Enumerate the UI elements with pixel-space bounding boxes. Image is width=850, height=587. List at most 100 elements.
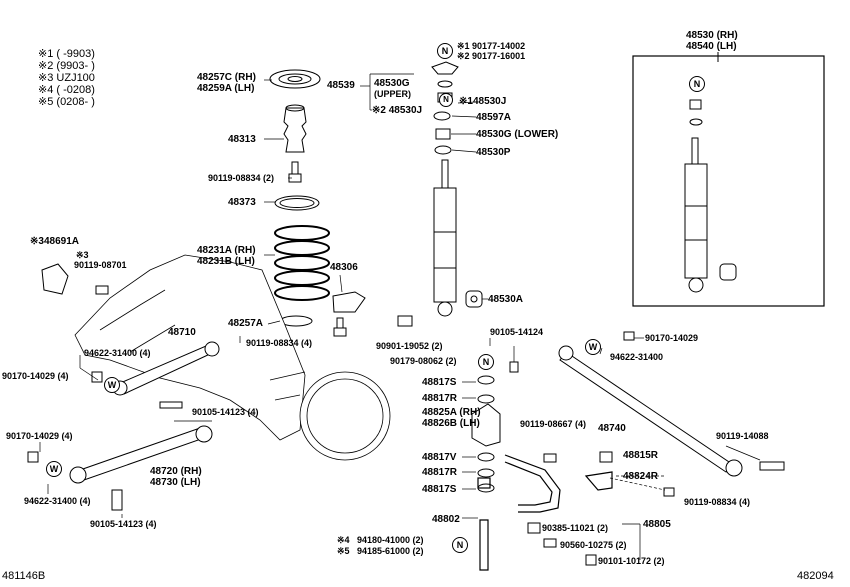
variant-mark: ※4 — [337, 535, 350, 545]
illustration-id-right: 482094 — [797, 570, 834, 582]
inset-frame — [632, 55, 825, 307]
upper-spring-seat — [269, 69, 321, 89]
legend-text: ( -9903) — [56, 48, 95, 60]
legend-mark: ※4 — [38, 84, 54, 96]
coil-spring — [274, 225, 330, 301]
part-label: 48259A (LH) — [197, 83, 255, 94]
part-label: 48306 — [330, 262, 358, 273]
bolt-90119-08834 — [288, 161, 302, 183]
legend-mark: ※1 — [38, 48, 54, 60]
legend-row-2: ※2 (9903- ) — [38, 61, 95, 72]
part-label: 48815R — [623, 450, 659, 461]
part-number: 48691A — [43, 236, 79, 247]
legend-mark: ※5 — [38, 96, 54, 108]
part-label: 48231A (RH) — [197, 245, 256, 256]
part-label: 48817R — [422, 467, 458, 478]
part-label: 48539 — [327, 80, 355, 91]
part-label: 90119-08701 — [74, 260, 127, 270]
part-label: 48530A — [488, 294, 524, 305]
part-label: 48530G — [374, 78, 410, 89]
part-label: 48817S — [422, 484, 457, 495]
bushing-48530A — [465, 290, 483, 308]
legend-mark: ※3 — [38, 72, 54, 84]
part-label: 48740 — [598, 423, 626, 434]
part-label: 90105-14124 — [490, 327, 544, 337]
part-label: (UPPER) — [374, 89, 412, 99]
part-label: 90101-10172 (2) — [598, 556, 665, 566]
part-label: ※2 90177-16001 — [457, 51, 526, 61]
spring-insulator — [274, 195, 320, 211]
part-label: 90385-11021 (2) — [542, 523, 609, 533]
part-label: 48805 — [643, 519, 671, 530]
part-label: 90119-14088 — [716, 431, 769, 441]
part-label: 48540 (LH) — [686, 41, 737, 52]
variant-mark: ※3 — [30, 236, 44, 247]
inset-shock-absorber — [684, 99, 737, 293]
part-label: 90560-10275 (2) — [560, 540, 627, 550]
washer-mark: W — [104, 377, 120, 393]
part-label: 90901-19052 (2) — [376, 341, 443, 351]
variant-mark: ※5 — [337, 546, 350, 556]
shock-absorber-main — [433, 159, 457, 317]
assorted-fasteners — [27, 315, 785, 566]
part-label: 90119-08667 (4) — [520, 419, 587, 429]
part-label: ※148530J — [459, 96, 507, 107]
part-label: 48231B (LH) — [197, 256, 255, 267]
part-label: 48826B (LH) — [422, 418, 480, 429]
part-label: 48373 — [228, 197, 256, 208]
new-part-mark: N — [437, 43, 453, 59]
legend-row-5: ※5 (0208- ) — [38, 97, 95, 108]
legend-row-4: ※4 ( -0208) — [38, 85, 95, 96]
part-label: 48710 — [168, 327, 196, 338]
washer-mark: W — [46, 461, 62, 477]
part-label: 90119-08834 (4) — [246, 338, 313, 348]
part-label: 94622-31400 (4) — [24, 496, 91, 506]
legend-text: UZJ100 — [56, 72, 95, 84]
part-label: 90170-14029 (4) — [6, 431, 73, 441]
bracket-48691A — [41, 263, 109, 295]
new-part-mark: N — [689, 76, 705, 92]
part-label: 90105-14123 (4) — [192, 407, 259, 417]
legend-mark: ※2 — [38, 60, 54, 72]
part-label: 48597A — [476, 112, 512, 123]
part-label: 48817S — [422, 377, 457, 388]
legend-text: (0208- ) — [56, 96, 95, 108]
part-label: 48825A (RH) — [422, 407, 481, 418]
bump-stopper — [283, 104, 307, 153]
part-label: 90170-14029 (4) — [2, 371, 69, 381]
part-label: 90105-14123 (4) — [90, 519, 157, 529]
illustration-id-left: 481146B — [2, 570, 46, 582]
part-label: 94185-61000 (2) — [357, 546, 424, 556]
stabilizer-bracket — [471, 375, 501, 493]
shock-upper-mount-parts — [431, 61, 459, 155]
part-label: 48257C (RH) — [197, 72, 256, 83]
stopper-bracket — [332, 291, 366, 337]
part-label: 94622-31400 (4) — [84, 348, 151, 358]
part-label: 48817R — [422, 393, 458, 404]
part-label: ※2 48530J — [372, 105, 423, 116]
part-label: 94622-31400 — [610, 352, 664, 362]
lateral-rod-48740 — [558, 345, 743, 477]
leader-lines — [39, 73, 761, 560]
part-label: 48817V — [422, 452, 457, 463]
axle-housing — [74, 254, 391, 461]
part-label: 48824R — [623, 471, 659, 482]
new-part-mark: N — [452, 537, 468, 553]
part-label: 48530 (RH) — [686, 30, 738, 41]
new-part-mark: N — [478, 354, 494, 370]
part-label: 90119-08834 (2) — [208, 173, 275, 183]
part-label: 48530P — [476, 147, 511, 158]
part-label: ※1 90177-14002 — [457, 41, 526, 51]
part-label: 90170-14029 — [645, 333, 699, 343]
legend-text: (9903- ) — [56, 60, 95, 72]
part-label: 90119-08834 (4) — [684, 497, 751, 507]
legend-row-1: ※1 ( -9903) — [38, 49, 95, 60]
part-label: 48530G (LOWER) — [476, 129, 559, 140]
legend-row-3: ※3 UZJ100 — [38, 73, 95, 84]
variant-mark: ※3 — [76, 250, 89, 260]
part-label: ※348691A — [30, 236, 79, 247]
lower-control-arm-48720 — [69, 425, 213, 484]
washer-mark: W — [585, 339, 601, 355]
part-label: 48257A — [228, 318, 264, 329]
stabilizer-bar — [477, 454, 613, 571]
